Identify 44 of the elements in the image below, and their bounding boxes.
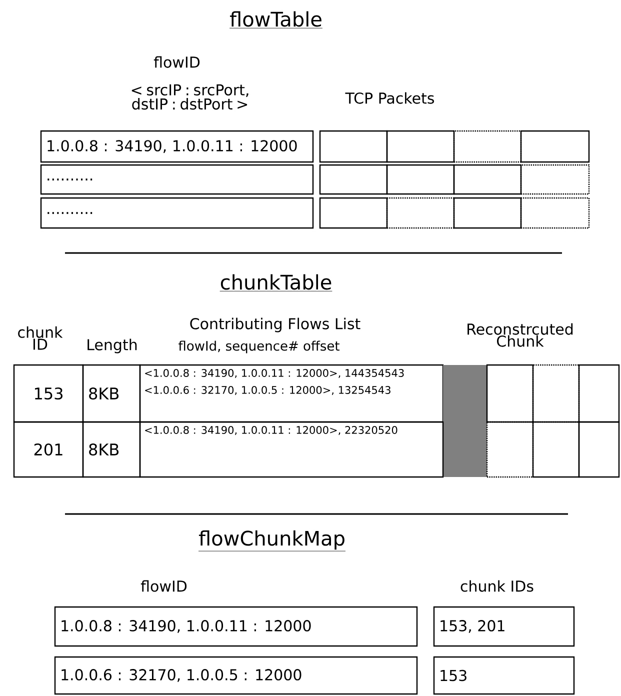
packet-box [319,164,388,195]
column-header: Contributing Flows List [190,318,360,332]
column-header: chunk IDs [460,580,534,592]
column-header: TCP Packets [345,92,434,104]
shaded-bar [443,365,487,477]
packet-box [532,421,580,478]
section-title: flowTable [229,11,323,28]
column-header: Length [88,338,137,354]
table-cell: .......... [40,197,314,229]
column-header: flowID [154,56,200,68]
packet-box [520,197,590,229]
packet-box [453,130,522,163]
packet-box [453,164,522,195]
column-header: Reconstrcuted Chunk [468,323,573,347]
column-header: < srcIP : srcPort, dstIP : dstPort > [132,84,248,110]
packet-box [319,130,388,163]
table-cell: 1.0.0.6 : 32170, 1.0.0.5 : 12000 [54,656,418,695]
table-cell: 153, 201 [433,606,575,647]
packet-box [453,197,522,229]
packet-box [520,130,590,163]
table-cell: 153 [433,656,575,695]
table-cell: 201 [13,421,84,478]
packet-box [386,164,455,195]
packet-box [578,364,620,423]
table-cell: 153 [13,364,84,423]
section-title: flowChunkMap [198,530,346,552]
table-cell: .......... [40,164,314,195]
section-title: chunkTable [220,274,332,292]
table-cell: <1.0.0.8 : 34190, 1.0.0.11 : 12000>, 144354543 <1.0.0.6 : 32170, 1.0.0.5 : 12000>, 13254543 [139,364,444,423]
table-cell: 1.0.0.8 : 34190, 1.0.0.11 : 12000 [40,130,314,163]
packet-box [532,364,580,423]
column-header: flowID [140,580,187,592]
packet-box [520,164,590,195]
packet-box [319,197,388,229]
table-cell: 8KB [82,364,141,423]
table-cell: 1.0.0.8 : 34190, 1.0.0.11 : 12000 [54,606,418,647]
packet-box [578,421,620,478]
table-cell: <1.0.0.8 : 34190, 1.0.0.11 : 12000>, 22320520 [139,421,444,478]
table-cell: 8KB [82,421,141,478]
packet-box [486,421,534,478]
column-header: chunk ID [18,326,63,350]
packet-box [386,197,455,229]
packet-box [386,130,455,163]
packet-box [486,364,534,423]
